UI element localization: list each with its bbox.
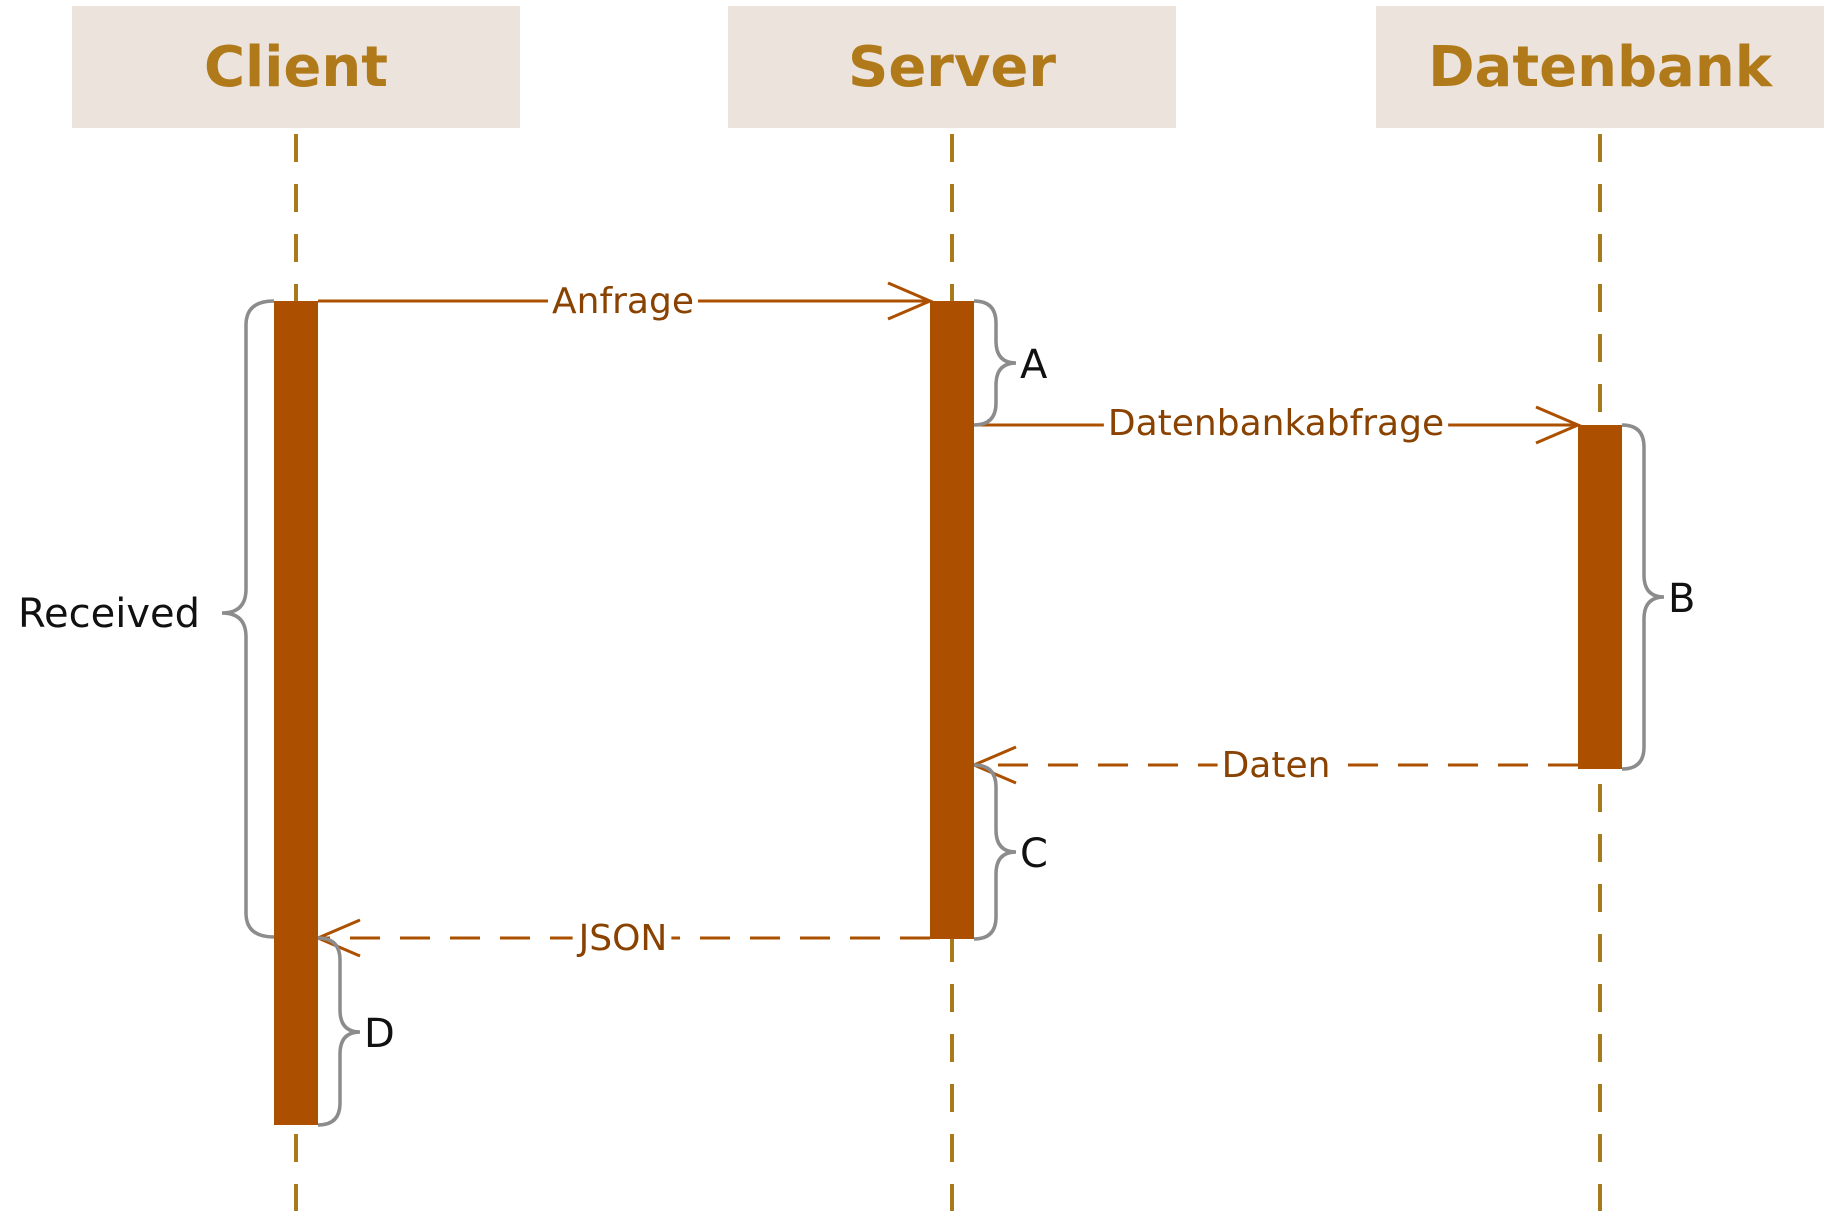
brace-a: A <box>973 299 1048 427</box>
message-db-query-label: Datenbankabfrage <box>1108 403 1444 444</box>
lifeline-client-header <box>72 6 520 128</box>
message-data-label-bg <box>1217 742 1335 786</box>
message-json: JSON <box>314 915 930 959</box>
brace-d-shape <box>317 936 361 1127</box>
message-request: Anfrage <box>318 278 934 322</box>
message-request-label: Anfrage <box>552 281 694 322</box>
activation-client <box>274 301 318 1125</box>
message-data-label: Daten <box>1222 745 1331 786</box>
brace-a-shape <box>973 299 1017 427</box>
message-data: Daten <box>970 742 1578 786</box>
message-json-label: JSON <box>577 918 668 959</box>
message-db-query: Datenbankabfrage <box>974 402 1582 446</box>
message-db-query-arrowhead <box>1535 405 1582 445</box>
lifeline-server-title: Server <box>848 35 1056 100</box>
lifeline-database: Datenbank <box>1376 6 1824 1211</box>
brace-b-shape <box>1621 423 1665 771</box>
lifeline-client: Client <box>72 6 520 1211</box>
lifeline-server: Server <box>728 6 1176 1211</box>
message-db-query-label-bg <box>1103 402 1449 446</box>
brace-d: D <box>317 936 395 1127</box>
brace-b: B <box>1621 423 1695 771</box>
lifeline-database-title: Datenbank <box>1428 35 1774 100</box>
lifeline-client-title: Client <box>204 35 388 100</box>
brace-received: Received <box>18 299 275 939</box>
brace-b-label: B <box>1668 576 1695 622</box>
brace-received-label: Received <box>18 591 200 637</box>
brace-received-shape <box>221 299 275 939</box>
message-request-label-bg <box>548 278 698 322</box>
brace-a-label: A <box>1020 342 1048 388</box>
brace-d-label: D <box>364 1011 395 1057</box>
lifeline-database-header <box>1376 6 1824 128</box>
lifeline-server-header <box>728 6 1176 128</box>
activation-server <box>930 301 974 939</box>
brace-c-shape <box>973 763 1017 941</box>
brace-c: C <box>973 763 1048 941</box>
message-request-arrowhead <box>887 281 934 321</box>
activation-database <box>1578 425 1622 769</box>
brace-c-label: C <box>1020 831 1048 877</box>
message-json-label-bg <box>572 915 672 959</box>
